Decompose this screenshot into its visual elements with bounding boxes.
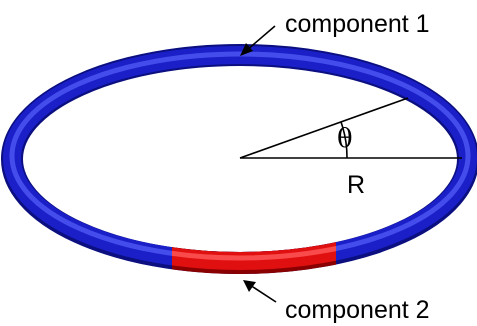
component-1-label: component 1 bbox=[285, 10, 430, 38]
segment-body bbox=[172, 242, 336, 270]
component-2-label: component 2 bbox=[285, 296, 430, 324]
radius-label: R bbox=[347, 171, 365, 199]
ring-component-2 bbox=[172, 242, 336, 274]
component-2-arrow bbox=[243, 280, 277, 303]
ring-highlight bbox=[9, 51, 471, 261]
theta-label: θ bbox=[337, 124, 353, 154]
component-1-arrow bbox=[240, 25, 276, 56]
angle-line bbox=[239, 97, 409, 159]
segment-highlight bbox=[172, 245, 336, 261]
angle-arc bbox=[340, 121, 348, 159]
